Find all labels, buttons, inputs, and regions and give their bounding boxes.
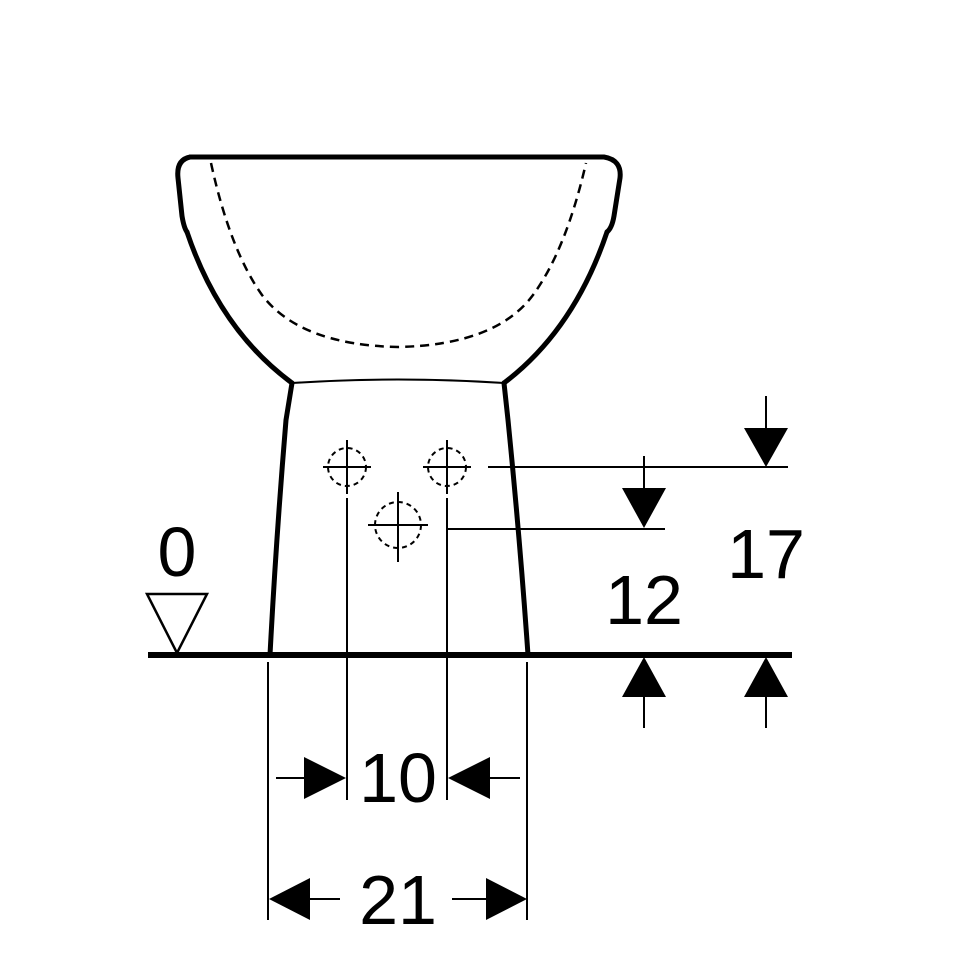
dimension-10-label: 10	[359, 739, 437, 817]
dimension-10-arrows	[276, 757, 520, 799]
connection-point-lower	[368, 492, 428, 562]
connection-point-right	[423, 440, 471, 494]
bowl-rim	[175, 154, 623, 235]
inner-bowl-dashed	[209, 162, 588, 349]
dimension-17-arrows	[744, 396, 788, 728]
dimension-17-label: 17	[727, 515, 805, 593]
level-marker-triangle	[144, 592, 210, 656]
dimension-12-label: 12	[605, 561, 683, 639]
dimension-12-arrows	[622, 456, 666, 728]
bowl-neck-line	[291, 378, 505, 384]
dimension-21-label: 21	[359, 861, 437, 939]
pedestal	[267, 380, 531, 658]
level-label: 0	[158, 513, 197, 591]
dimension-21-arrows	[269, 878, 527, 920]
connection-point-left	[323, 440, 371, 494]
bowl-body	[184, 229, 610, 386]
